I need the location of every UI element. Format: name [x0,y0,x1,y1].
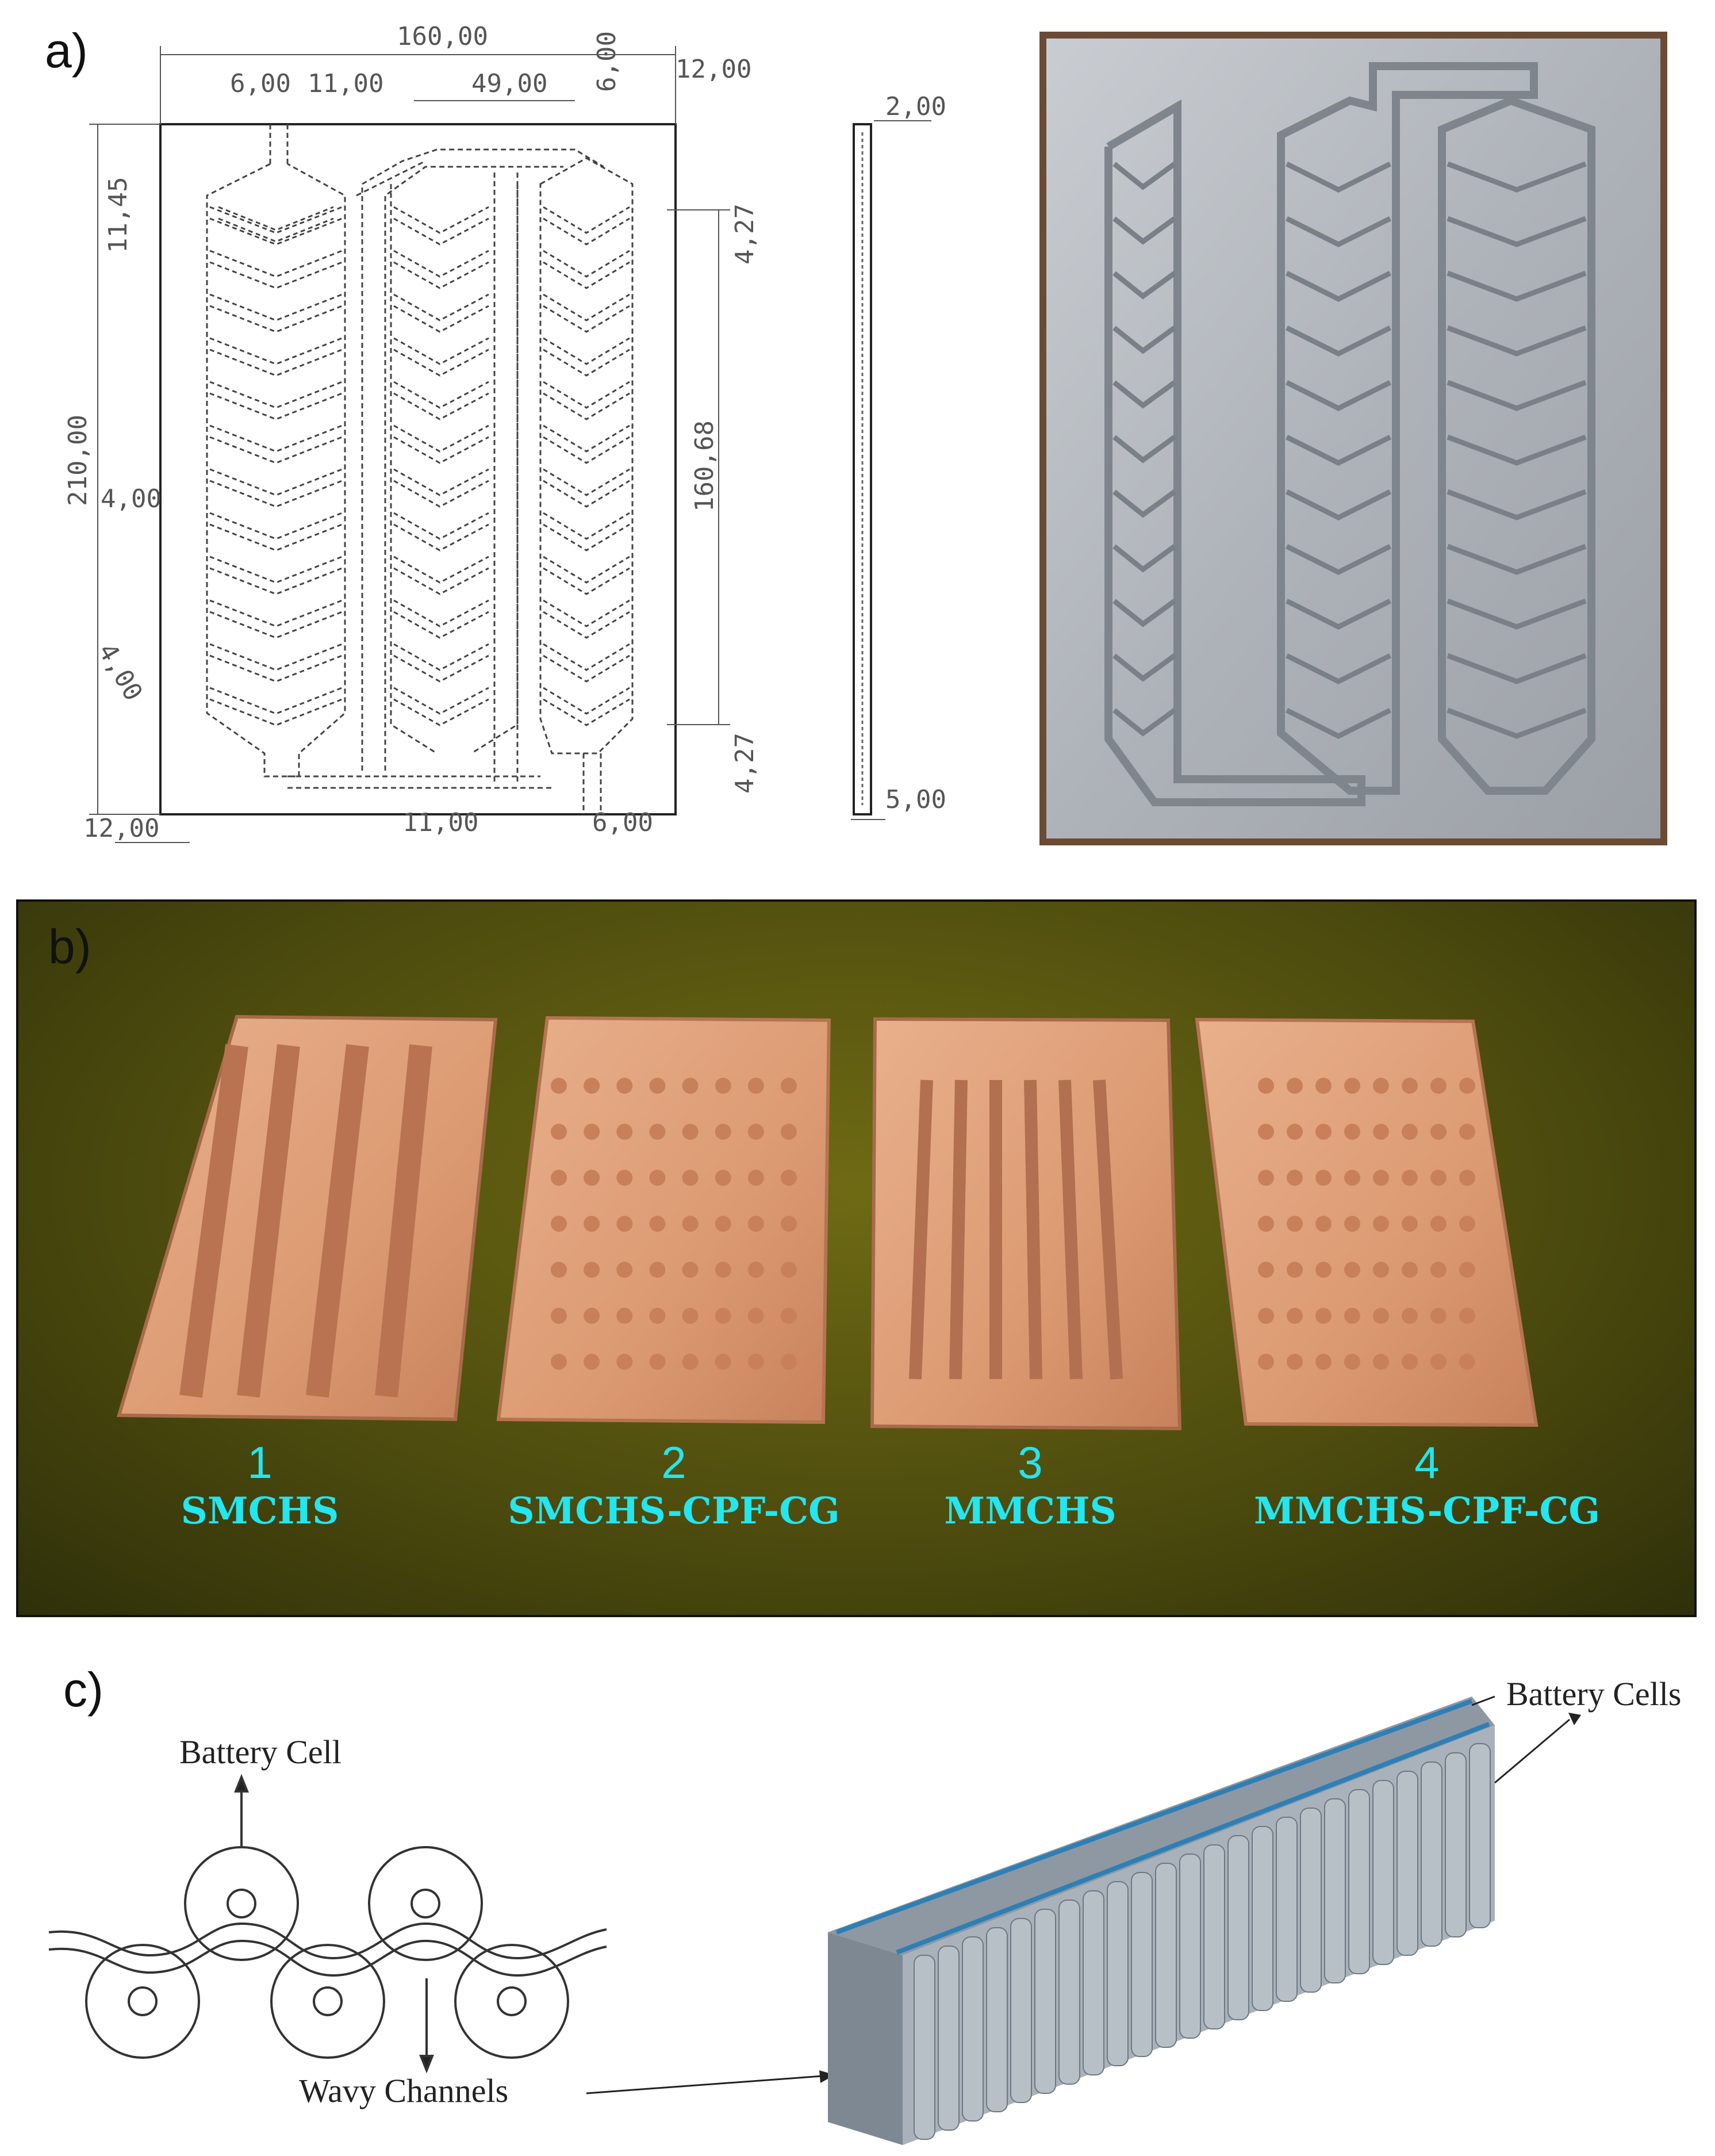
dim-11-bottom: 11,00 [402,808,478,837]
battery-cells-top-arrow [1471,1695,1495,1706]
dim-11-45: 11,45 [103,177,133,253]
plate-number-2: 2 [661,1437,686,1488]
wavy-channel-schematic [48,1774,607,2074]
plate-1 [116,1014,498,1422]
battery-pack-3d [828,1697,1495,2145]
chevron [393,250,489,289]
chevron [543,599,630,639]
dim-12-top: 12,00 [676,55,751,84]
plate-name-1: SMCHS [181,1489,339,1533]
chevron [393,599,489,639]
chevron [543,293,630,333]
battery-cells-arrow [1494,1718,1570,1784]
plate-number-3: 3 [1018,1437,1043,1488]
chevron [543,512,630,552]
plate-label-4: 4 MMCHS-CPF-CG [1231,1437,1622,1534]
chevron [393,424,489,464]
plate-4 [1195,1017,1538,1427]
dim-210: 210,00 [63,415,93,506]
side-view [851,120,931,820]
chevron [209,556,343,595]
battery-cell-label: Battery Cell [179,1733,342,1771]
chevron [393,337,489,377]
dim-6-inlet: 6,00 [230,69,291,98]
chevron [209,381,343,420]
dim-11-top: 11,00 [308,69,383,98]
chevron [209,293,343,333]
plate-name-3: MMCHS [944,1489,1117,1533]
battery-cells-arrowhead [1568,1713,1581,1725]
chevron [393,206,489,246]
dimension-lines [89,46,730,843]
dim-2-side: 2,00 [885,92,946,121]
chevron [209,206,343,246]
chevron [543,337,630,377]
wavy-channels-label: Wavy Channels [299,2072,508,2109]
dim-4-27-bottom: 4,27 [730,733,759,794]
chevron [543,381,630,420]
chevron [209,424,343,464]
chevron [543,468,630,508]
plate-name-4: MMCHS-CPF-CG [1254,1489,1600,1533]
dim-4-channel: 4,00 [101,484,162,514]
plate-label-3: 3 MMCHS [915,1437,1145,1534]
channel-outline [206,124,634,814]
chevron [393,468,489,508]
chevron [543,643,630,683]
chevron [393,512,489,552]
dim-4-27-top: 4,27 [730,204,759,265]
dim-6-bottom: 6,00 [592,808,653,837]
chevron [209,512,343,552]
panel-c-label: c) [63,1663,103,1717]
dim-12-bottom: 12,00 [83,814,159,843]
chevron [393,643,489,683]
dim-5-side: 5,00 [885,785,946,814]
chevron [543,424,630,464]
dim-160: 160,00 [397,22,488,51]
dim-160-68: 160,68 [690,420,719,512]
panel-c-diagrams: Battery Cell Wavy Channels Battery Cells [48,1675,1681,2145]
aluminum-plate-photo [1039,32,1667,845]
plate-name-2: SMCHS-CPF-CG [508,1489,840,1533]
panel-b: b) 1 SMCHS [16,899,1697,1617]
chevron-channels [218,206,334,243]
chevron [543,556,630,595]
chevron [393,687,489,726]
technical-drawing: 160,00 6,00 11,00 49,00 6,00 12,00 11,45… [63,22,946,843]
wavy-channels-arrow [586,2075,823,2094]
chevron [543,687,630,726]
plate-outline [159,123,677,815]
dim-6-right-top: 6,00 [592,31,621,92]
heat-sink-plates [116,1014,1538,1431]
panel-a-label: a) [45,24,88,78]
plate-label-1: 1 SMCHS [156,1437,363,1534]
chevron [209,250,343,289]
chevron [543,206,630,246]
plate-3 [870,1017,1182,1431]
chevron [209,687,343,726]
chevron [209,599,343,639]
plate-number-1: 1 [247,1437,273,1488]
plate-number-4: 4 [1414,1437,1440,1488]
chevron [209,337,343,377]
plate-2 [496,1016,831,1424]
battery-cells-label: Battery Cells [1506,1675,1681,1713]
chevron [393,556,489,595]
chevron [543,250,630,289]
panel-b-label: b) [48,920,91,974]
chevron [209,643,343,683]
dim-49: 49,00 [471,69,547,98]
chevron [209,468,343,508]
chevron [393,381,489,420]
wavy-channels-arrowhead [819,2070,835,2083]
chevron [393,293,489,333]
plate-label-2: 2 SMCHS-CPF-CG [490,1437,858,1534]
dim-4-angled: 4,00 [92,638,148,706]
